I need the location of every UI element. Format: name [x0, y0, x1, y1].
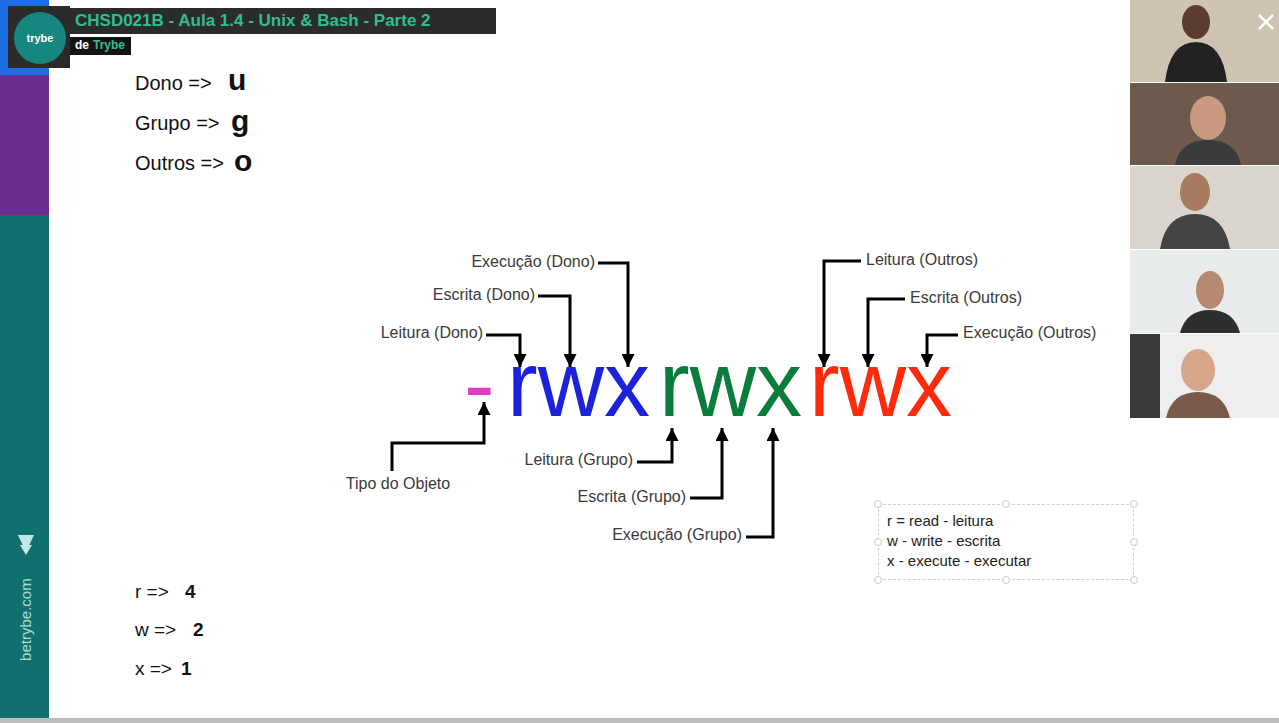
close-stroke [1259, 15, 1273, 29]
note-box: r = read - leituraw - write - escritax -… [878, 504, 1134, 580]
octal-value: 4 [185, 581, 196, 603]
permission-callout: Escrita (Dono) [433, 286, 535, 304]
webcam-head [1196, 271, 1224, 309]
owner-permissions: rwx [507, 338, 650, 430]
resize-handle [1002, 500, 1010, 508]
leader-line [690, 428, 722, 498]
webcam-wall [1130, 334, 1160, 418]
resize-handle [874, 576, 882, 584]
webcam-body [1175, 140, 1241, 165]
webcam-head [1180, 173, 1210, 211]
webcam-tile [1130, 0, 1279, 82]
leader-lines [392, 261, 958, 537]
object-type-dash: - [464, 338, 495, 430]
resize-handle [874, 500, 882, 508]
logo-circle [14, 12, 66, 64]
octal-value: 2 [193, 619, 204, 641]
logo-frame [8, 6, 70, 68]
permission-callout: Execução (Grupo) [612, 526, 742, 544]
webcam-head [1190, 96, 1226, 140]
webcam-body [1180, 310, 1240, 333]
webcam-body [1160, 214, 1230, 249]
webcam-body [1166, 392, 1230, 418]
others-permissions: rwx [809, 338, 952, 430]
role-letter: o [234, 144, 252, 179]
role-label: Dono => [135, 72, 212, 95]
note-line: w - write - escrita [887, 531, 1125, 551]
sidebar-symbol [18, 535, 34, 555]
note-line: x - execute - executar [887, 551, 1125, 571]
group-permissions: rwx [659, 338, 802, 430]
resize-handle [1002, 576, 1010, 584]
leader-line [637, 428, 672, 462]
close-icon [1259, 15, 1273, 29]
channel-prefix: de [75, 39, 89, 53]
note-line: r = read - leitura [887, 511, 1125, 531]
resize-handle [1130, 576, 1138, 584]
webcam-head [1181, 349, 1215, 391]
leader-line [746, 428, 773, 537]
resize-handle [874, 538, 882, 546]
permission-callout: Execução (Dono) [471, 253, 595, 271]
permission-callout: Escrita (Outros) [910, 289, 1022, 307]
title-bar [70, 8, 496, 34]
permission-callout: Leitura (Grupo) [525, 451, 634, 469]
resize-handle [1130, 500, 1138, 508]
site-url: betrybe.com [16, 579, 33, 662]
webcam-head [1182, 5, 1210, 39]
permission-callout: Leitura (Outros) [866, 251, 978, 269]
close-stroke [1259, 15, 1273, 29]
role-letter: g [231, 104, 249, 139]
role-label: Grupo => [135, 112, 220, 135]
role-letter: u [228, 63, 246, 98]
webcam-panel [1130, 0, 1279, 418]
sidebar-middle [0, 75, 49, 215]
octal-label: x => [135, 658, 172, 680]
permission-callout: Execução (Outros) [963, 324, 1096, 342]
octal-value: 1 [181, 658, 192, 680]
webcam-tile [1130, 334, 1279, 418]
channel-name: Trybe [93, 39, 125, 53]
permission-callout: Tipo do Objeto [346, 475, 450, 493]
channel-bar [70, 37, 131, 55]
resize-handle [1130, 538, 1138, 546]
logo-text: trybe [27, 32, 54, 45]
permission-callout: Escrita (Grupo) [578, 488, 686, 506]
octal-label: r => [135, 581, 169, 603]
webcam-tile [1130, 166, 1279, 249]
video-title: CHSD021B - Aula 1.4 - Unix & Bash - Part… [75, 10, 431, 32]
octal-label: w => [135, 619, 176, 641]
role-label: Outros => [135, 152, 224, 175]
sidebar-bottom [0, 215, 49, 718]
bottom-strip [0, 718, 1279, 723]
webcam-body [1165, 42, 1227, 82]
webcam-tile [1130, 83, 1279, 165]
webcam-tile [1130, 250, 1279, 333]
